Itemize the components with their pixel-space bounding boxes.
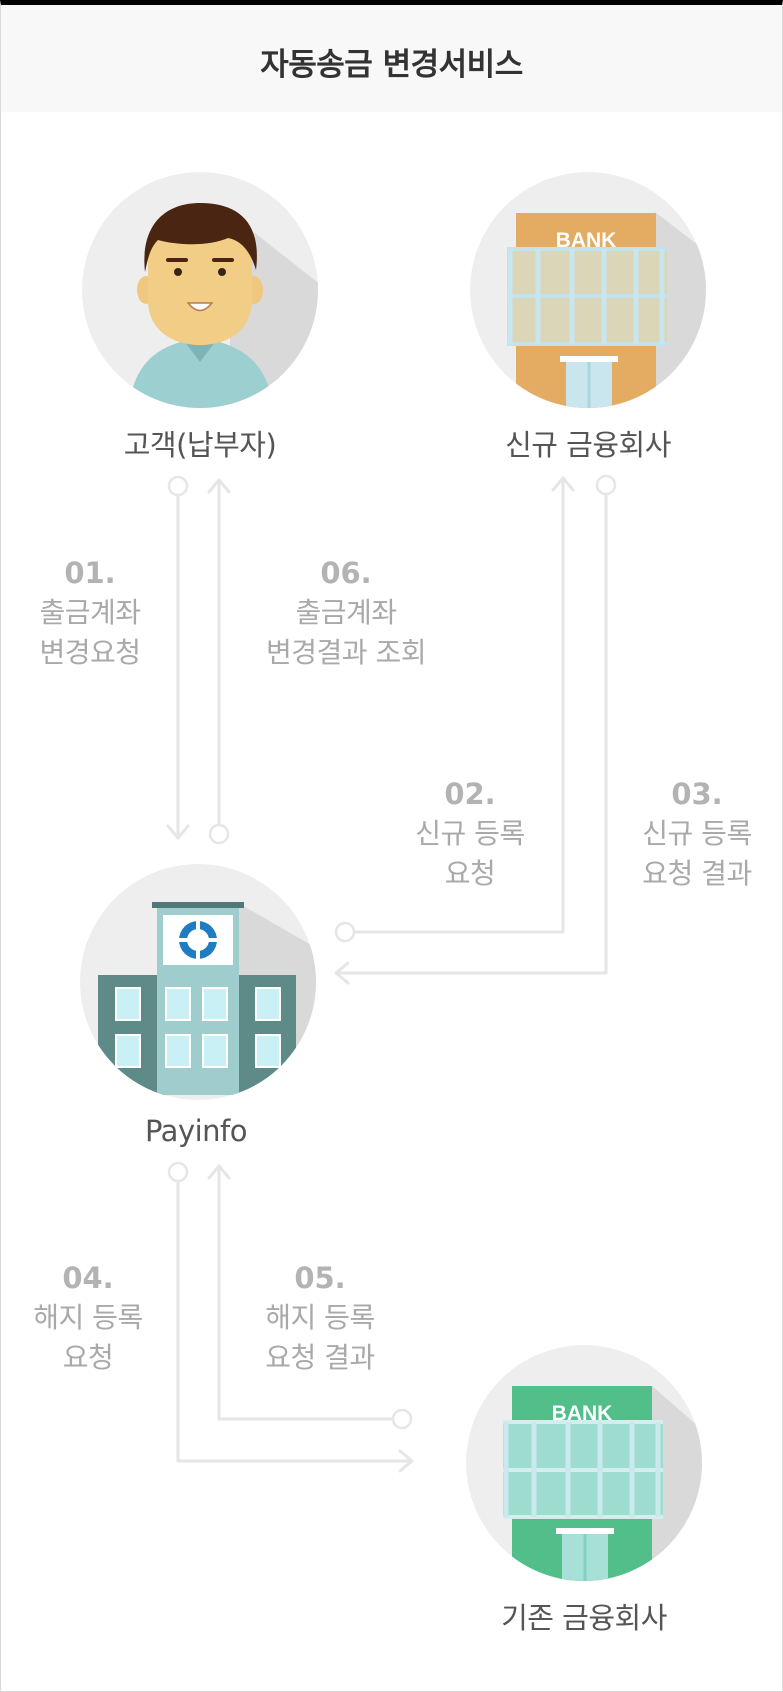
step-02-line1: 신규 등록 [415, 817, 525, 850]
step-06-number: 06. [320, 556, 372, 590]
old-bank-sign: BANK [552, 1402, 613, 1425]
arrow-head-04 [398, 1449, 414, 1473]
step-05-number: 05. [294, 1261, 346, 1295]
connector-step-03 [336, 493, 608, 975]
step-03-line2: 요청 결과 [642, 857, 752, 890]
connector-start-03 [595, 474, 617, 496]
connector-start-06 [208, 823, 230, 845]
step-06: 06. 출금계좌 변경결과 조회 [246, 553, 446, 673]
new-bank-sign: BANK [556, 229, 617, 252]
step-02-line2: 요청 [444, 857, 496, 890]
connector-step-05 [217, 1166, 394, 1421]
arrow-head-06 [207, 478, 231, 494]
step-06-line1: 출금계좌 [295, 596, 397, 629]
step-03-number: 03. [671, 777, 723, 811]
step-05-line1: 해지 등록 [265, 1301, 375, 1334]
arrow-head-02 [551, 476, 575, 492]
step-01: 01. 출금계좌 변경요청 [20, 553, 160, 673]
old-bank-label: 기존 금융회사 [501, 1601, 667, 1635]
customer-label: 고객(납부자) [123, 428, 277, 462]
step-05-line2: 요청 결과 [265, 1341, 375, 1374]
step-02: 02. 신규 등록 요청 [400, 774, 540, 894]
connector-step-02 [353, 478, 565, 934]
step-01-line2: 변경요청 [39, 636, 141, 669]
header: 자동송금 변경서비스 [1, 5, 782, 112]
step-04-line2: 요청 [62, 1341, 114, 1374]
arrow-head-05 [207, 1164, 231, 1180]
step-05: 05. 해지 등록 요청 결과 [250, 1258, 390, 1378]
arrow-head-01 [166, 824, 190, 840]
connector-start-01 [167, 475, 189, 497]
step-03: 03. 신규 등록 요청 결과 [622, 774, 772, 894]
step-06-line2: 변경결과 조회 [266, 636, 426, 669]
connector-start-05 [391, 1408, 413, 1430]
step-04-line1: 해지 등록 [33, 1301, 143, 1334]
step-04: 04. 해지 등록 요청 [18, 1258, 158, 1378]
step-02-number: 02. [444, 777, 496, 811]
connector-start-04 [167, 1161, 189, 1183]
step-01-line1: 출금계좌 [39, 596, 141, 629]
new-bank-label: 신규 금융회사 [505, 428, 671, 462]
page-title: 자동송금 변경서비스 [260, 47, 523, 83]
connector-start-02 [334, 921, 356, 943]
payinfo-label: Payinfo [144, 1114, 248, 1148]
arrow-head-03 [334, 961, 350, 985]
step-04-number: 04. [62, 1261, 114, 1295]
step-03-line1: 신규 등록 [642, 817, 752, 850]
step-01-number: 01. [64, 556, 116, 590]
connector-step-04 [176, 1180, 412, 1463]
